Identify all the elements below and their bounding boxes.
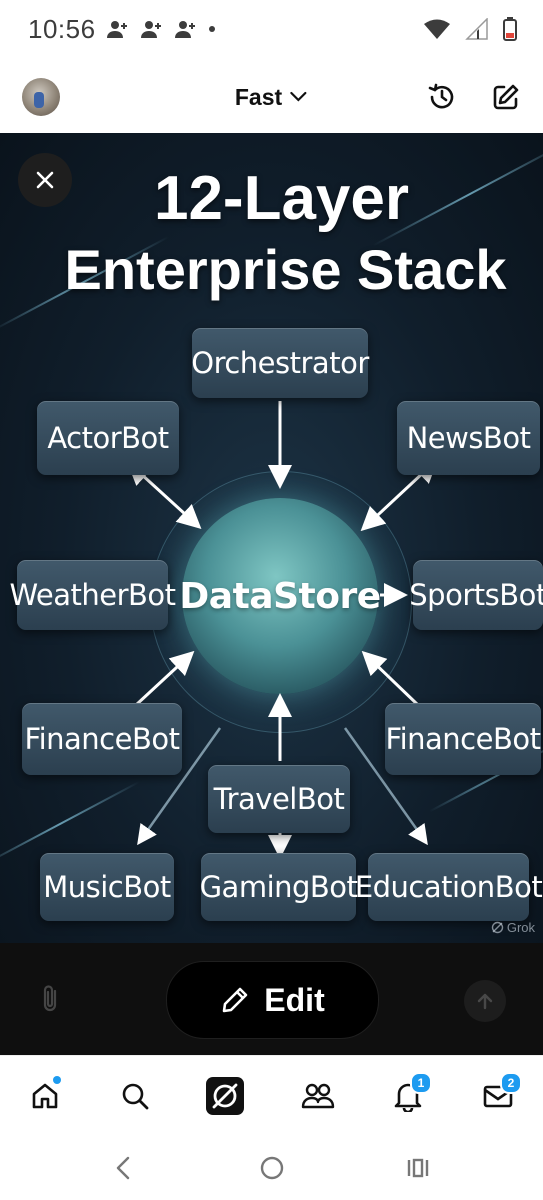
notifications-badge: 1 <box>410 1072 432 1094</box>
notification-icons <box>106 19 216 39</box>
model-selector[interactable]: Fast <box>235 84 308 111</box>
arrow-music <box>137 727 222 846</box>
nav-search[interactable] <box>115 1076 155 1116</box>
bottom-nav: 1 2 <box>0 1055 543 1138</box>
home-circle-icon[interactable] <box>259 1155 285 1181</box>
diagram-arrows <box>126 401 439 859</box>
edit-bar: Edit <box>0 943 543 1055</box>
edit-label: Edit <box>264 981 325 1018</box>
bot-actor: ActorBot <box>37 401 179 475</box>
bot-education: EducationBot <box>355 853 543 921</box>
nav-grok[interactable] <box>205 1076 245 1116</box>
home-icon <box>32 1083 58 1109</box>
arrow-finance-left <box>134 650 195 707</box>
grok-logo-icon <box>491 921 504 934</box>
arrow-up-icon <box>477 993 493 1010</box>
signal-icon <box>465 18 488 40</box>
person-add-icon <box>106 21 127 38</box>
bot-news: NewsBot <box>397 401 540 475</box>
dot-icon <box>208 26 215 32</box>
image-title-line2: Enterprise Stack <box>64 238 507 301</box>
people-icon <box>301 1083 335 1109</box>
system-nav <box>0 1137 543 1200</box>
bot-sports: SportsBot <box>409 560 543 630</box>
bot-finance-right: FinanceBot <box>385 703 541 775</box>
arrow-news <box>360 458 439 532</box>
battery-icon <box>503 17 517 41</box>
nav-messages[interactable]: 2 <box>478 1072 522 1116</box>
grok-icon <box>206 1077 244 1115</box>
compose-icon[interactable] <box>491 82 521 112</box>
recents-icon[interactable] <box>405 1155 431 1181</box>
edit-button[interactable]: Edit <box>166 961 379 1039</box>
arrow-actor <box>126 460 202 530</box>
history-icon[interactable] <box>427 82 457 112</box>
home-dot <box>53 1076 61 1084</box>
attachment-icon[interactable] <box>40 983 60 1015</box>
bot-travel: TravelBot <box>208 765 350 833</box>
arrow-finance-right <box>361 650 420 707</box>
close-icon <box>36 171 54 189</box>
bot-music: MusicBot <box>40 853 174 921</box>
avatar[interactable] <box>22 78 60 116</box>
status-time: 10:56 <box>28 13 96 44</box>
search-icon <box>122 1083 149 1110</box>
app-header: Fast <box>0 62 543 132</box>
datastore-node: DataStore <box>179 498 381 694</box>
wifi-icon <box>424 19 450 39</box>
image-title-line1: 12-Layer <box>153 164 410 233</box>
image-viewer: 12-Layer Enterprise Stack DataStore <box>0 133 543 943</box>
watermark-text: Grok <box>506 920 535 935</box>
pencil-icon <box>222 987 248 1013</box>
close-button[interactable] <box>18 153 72 207</box>
bot-finance-left: FinanceBot <box>22 703 182 775</box>
datastore-label: DataStore <box>179 575 381 617</box>
person-add-icon <box>140 21 161 38</box>
nav-home[interactable] <box>25 1076 65 1116</box>
back-icon[interactable] <box>112 1155 136 1181</box>
nav-notifications[interactable]: 1 <box>388 1072 432 1116</box>
send-button[interactable] <box>464 980 506 1022</box>
chevron-down-icon <box>290 91 307 102</box>
messages-badge: 2 <box>500 1072 522 1094</box>
person-add-icon <box>174 21 195 38</box>
bot-weather: WeatherBot <box>9 560 176 630</box>
status-bar: 10:56 <box>0 0 543 58</box>
bot-orchestrator: Orchestrator <box>191 328 369 398</box>
watermark: Grok <box>491 920 535 935</box>
bot-gaming: GamingBot <box>200 853 358 921</box>
nav-communities[interactable] <box>298 1076 338 1116</box>
model-label: Fast <box>234 83 283 110</box>
arrow-education <box>343 727 428 846</box>
